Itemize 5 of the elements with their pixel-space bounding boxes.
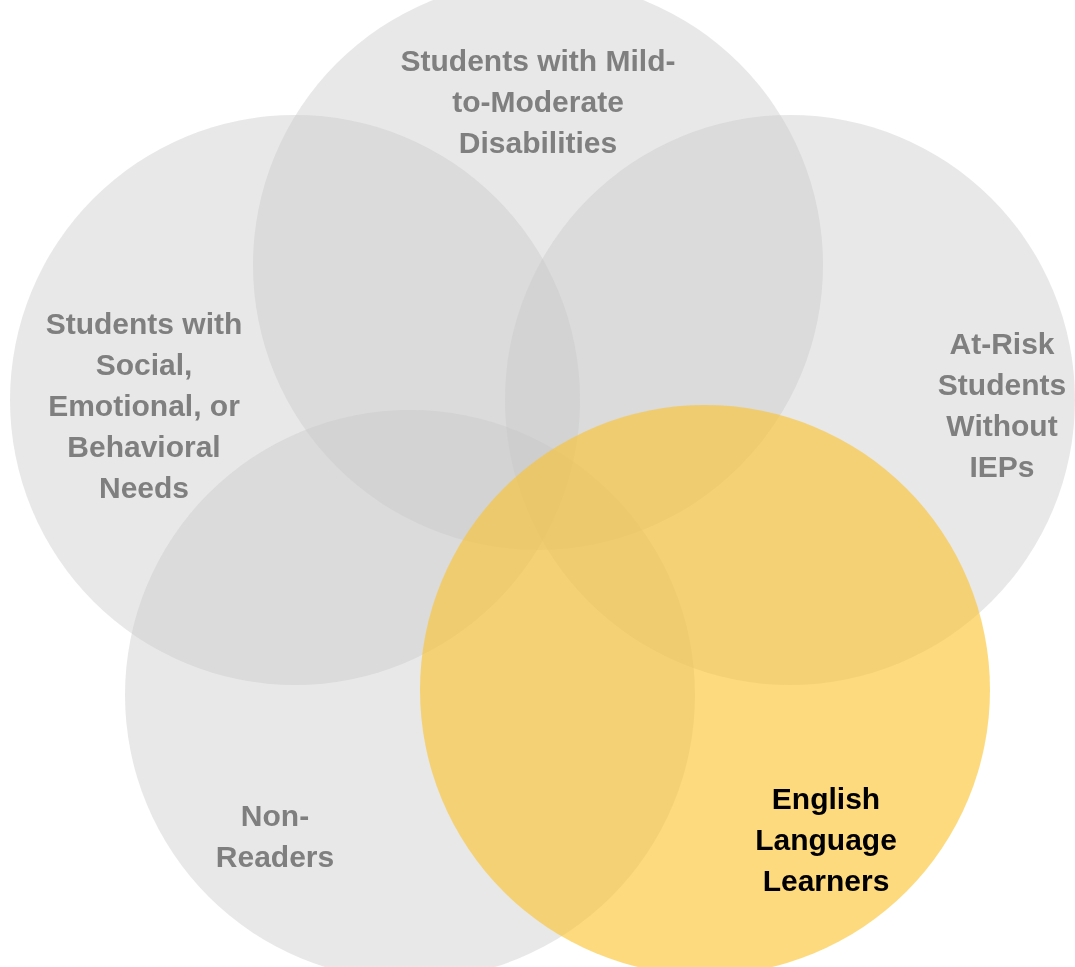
circle-label: Students with Social, Emotional, or Behavioral Needs: [44, 306, 244, 506]
circle-label: Non-Readers: [214, 798, 336, 875]
circle-label: At-Risk Students Without IEPs: [936, 326, 1068, 485]
circle-label: Students with Mild-to-Moderate Disabilities: [399, 43, 677, 161]
circle-label: English Language Learners: [754, 781, 898, 899]
